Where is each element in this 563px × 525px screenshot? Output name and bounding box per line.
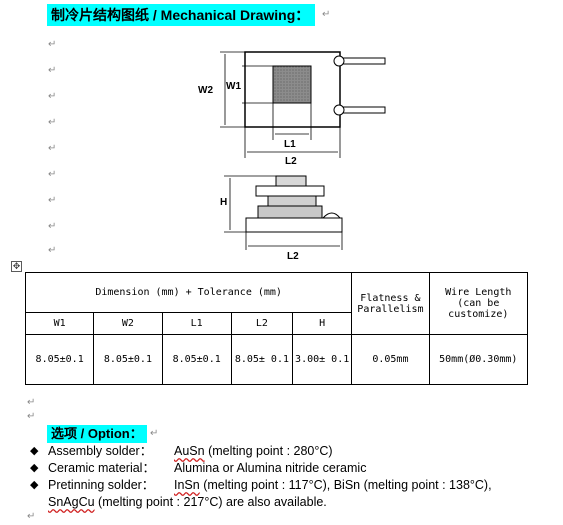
value-w2: 8.05±0.1 xyxy=(93,334,163,385)
option-value-underlined: InSn xyxy=(174,478,200,492)
option-assembly-solder: ◆ Assembly solder： AuSn (melting point :… xyxy=(30,443,550,460)
paragraph-mark: ↵ xyxy=(48,221,57,232)
paragraph-mark: ↵ xyxy=(27,511,36,522)
paragraph-mark: ↵ xyxy=(48,195,57,206)
label-l2: L2 xyxy=(285,156,297,167)
value-wire-length: 50mm(Ø0.30mm) xyxy=(428,334,529,385)
side-view-labels: H L2 xyxy=(220,197,299,262)
paragraph-mark: ↵ xyxy=(27,397,36,408)
table-column-row: W1 W2 L1 L2 H xyxy=(24,312,528,335)
paragraph-mark: ↵ xyxy=(150,428,159,439)
wire-joint-top xyxy=(333,55,345,67)
side-layer-top xyxy=(275,175,307,187)
option-continuation-text: (melting point : 217°C) are also availab… xyxy=(94,495,327,509)
paragraph-mark: ↵ xyxy=(48,65,57,76)
label-side-l2: L2 xyxy=(287,251,299,262)
options-title: 选项 / Option： xyxy=(47,425,147,443)
options-list: ◆ Assembly solder： AuSn (melting point :… xyxy=(30,443,550,511)
spec-table: Dimension (mm) + Tolerance (mm) Flatness… xyxy=(24,272,529,385)
value-w1: 8.05±0.1 xyxy=(24,334,95,385)
col-w1: W1 xyxy=(24,312,95,335)
paragraph-mark: ↵ xyxy=(27,411,36,422)
diamond-bullet-icon: ◆ xyxy=(30,462,39,474)
option-continuation: SnAgCu (melting point : 217°C) are also … xyxy=(30,494,550,511)
top-view-labels: W2 W1 L1 L2 xyxy=(198,81,297,167)
side-view xyxy=(224,175,343,250)
side-layer-ceramic-upper xyxy=(255,185,325,197)
option-pretinning-solder: ◆ Pretinning solder： InSn (melting point… xyxy=(30,477,550,494)
paragraph-mark: ↵ xyxy=(322,9,331,20)
side-layer-pellets xyxy=(267,195,317,207)
mechanical-drawing: W2 W1 L1 L2 H L2 xyxy=(198,51,386,262)
header-wire-length: Wire Length (can be customize) xyxy=(428,272,529,335)
option-value: (melting point : 117°C), BiSn (melting p… xyxy=(199,478,492,492)
option-value-underlined: AuSn xyxy=(174,444,205,458)
value-flatness: 0.05mm xyxy=(351,334,430,385)
table-header-row: Dimension (mm) + Tolerance (mm) Flatness… xyxy=(24,272,529,335)
col-l2: L2 xyxy=(230,312,294,335)
top-view xyxy=(220,51,386,158)
value-l1: 8.05±0.1 xyxy=(161,334,232,385)
label-w1: W1 xyxy=(226,81,241,92)
option-label: Assembly solder： xyxy=(48,444,153,458)
paragraph-mark: ↵ xyxy=(48,245,57,256)
paragraph-mark: ↵ xyxy=(48,169,57,180)
col-l1: L1 xyxy=(161,312,232,335)
option-value: (melting point : 280°C) xyxy=(204,444,333,458)
value-h: 3.00± 0.1 xyxy=(292,334,353,385)
diamond-bullet-icon: ◆ xyxy=(30,479,39,491)
page-title: 制冷片结构图纸 / Mechanical Drawing： xyxy=(47,4,316,26)
table-row: 8.05±0.1 8.05±0.1 8.05±0.1 8.05± 0.1 3.0… xyxy=(24,334,529,385)
label-w2: W2 xyxy=(198,85,213,96)
page-title-text: 制冷片结构图纸 / Mechanical Drawing： xyxy=(51,7,310,23)
table-move-handle[interactable]: ✥ xyxy=(11,261,22,272)
wire-top xyxy=(339,57,386,65)
option-label: Ceramic material： xyxy=(48,461,155,475)
side-layer-base xyxy=(245,217,343,233)
option-continuation-underlined: SnAgCu xyxy=(48,495,95,509)
header-dimension: Dimension (mm) + Tolerance (mm) xyxy=(24,272,353,313)
wire-bottom xyxy=(339,106,386,114)
option-label: Pretinning solder： xyxy=(48,478,155,492)
paragraph-mark: ↵ xyxy=(48,91,57,102)
wire-joint-bottom xyxy=(333,104,345,116)
paragraph-mark: ↵ xyxy=(48,117,57,128)
col-h: H xyxy=(292,312,353,335)
diamond-bullet-icon: ◆ xyxy=(30,445,39,457)
paragraph-mark: ↵ xyxy=(48,143,57,154)
paragraph-mark: ↵ xyxy=(48,39,57,50)
option-value: Alumina or Alumina nitride ceramic xyxy=(174,461,367,475)
header-flatness: Flatness & Parallelism xyxy=(351,272,430,335)
value-l2: 8.05± 0.1 xyxy=(230,334,294,385)
option-ceramic-material: ◆ Ceramic material： Alumina or Alumina n… xyxy=(30,460,550,477)
label-l1: L1 xyxy=(284,139,296,150)
label-h: H xyxy=(220,197,227,208)
options-title-text: 选项 / Option： xyxy=(51,426,143,441)
side-wire-joint xyxy=(321,212,342,219)
side-layer-ceramic-mid xyxy=(257,205,323,219)
col-w2: W2 xyxy=(93,312,163,335)
